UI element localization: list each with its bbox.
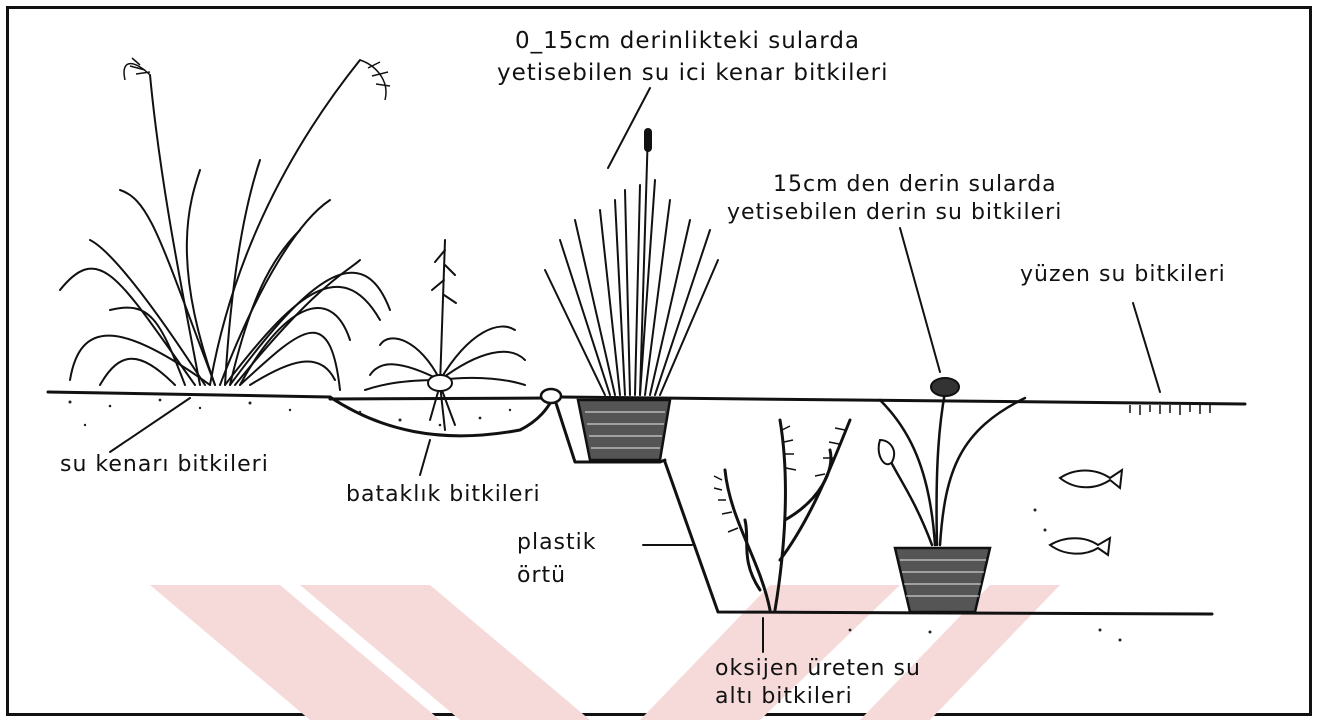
label-liner-line1: plastik	[517, 530, 597, 555]
leader-lines	[109, 87, 1161, 653]
deep-water-plant-illustration	[878, 390, 1027, 547]
ground-line-left	[46, 390, 332, 399]
cattail-head	[644, 128, 652, 152]
oxygenating-plant-illustration	[723, 418, 852, 612]
deep-water-basket	[893, 546, 992, 614]
deep-water-basket-weave	[900, 559, 986, 597]
label-liner-line2: örtü	[517, 563, 567, 588]
soil-texture	[68, 398, 1122, 642]
marginal-basket	[576, 398, 672, 462]
label-marsh: bataklık bitkileri	[346, 482, 541, 507]
marginal-basket-weave	[585, 411, 665, 449]
label-shallow-marginal-line2: yetisebilen su ici kenar bitkileri	[497, 60, 889, 86]
grass-seedheads	[123, 57, 391, 101]
shore-plants-illustration	[59, 59, 391, 391]
label-floating: yüzen su bitkileri	[1020, 262, 1226, 287]
marsh-bowl	[328, 395, 554, 438]
label-deep-water-line2: yetisebilen derin su bitkileri	[727, 200, 1063, 225]
deep-water-flower	[877, 438, 896, 466]
pond-profile	[46, 390, 1247, 616]
leader-shallow-marginal	[607, 87, 651, 169]
watermark-logo	[150, 585, 1060, 720]
leader-deep-water	[899, 227, 941, 373]
label-deep-water-line1: 15cm den derin sularda	[773, 172, 1057, 197]
label-shallow-marginal-line1: 0_15cm derinlikteki sularda	[515, 28, 861, 54]
edge-stone	[539, 387, 563, 405]
lily-pad	[930, 377, 960, 397]
label-oxygenating-line1: oksijen üreten su	[715, 656, 921, 681]
floating-plants-illustration	[1129, 405, 1211, 415]
oxygenating-leaves	[713, 425, 846, 533]
leader-marsh	[419, 439, 431, 476]
water-surface	[558, 395, 1247, 406]
liner-step	[553, 398, 667, 464]
fish-illustration	[1048, 467, 1124, 557]
marsh-tuber	[427, 374, 453, 392]
marsh-plant-illustration	[364, 239, 526, 431]
liner-wall	[663, 460, 1214, 616]
label-shore: su kenarı bitkileri	[60, 452, 269, 477]
leader-floating	[1132, 302, 1161, 393]
label-oxygenating-line2: altı bitkileri	[715, 684, 853, 709]
marginal-plant-illustration	[544, 129, 719, 396]
leader-shore	[109, 397, 191, 453]
